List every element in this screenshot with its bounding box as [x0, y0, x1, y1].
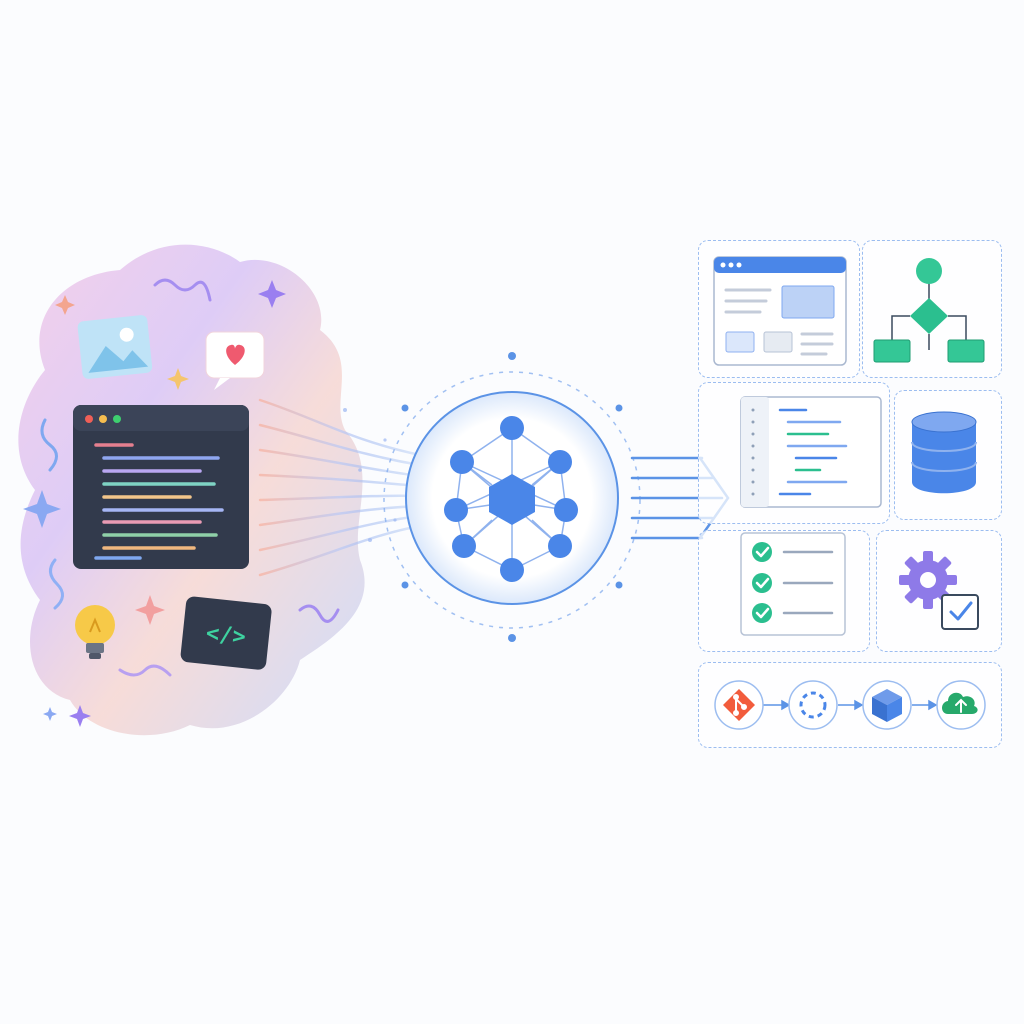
image-icon [77, 315, 153, 379]
git-icon [714, 680, 764, 730]
browser-wireframe-icon [713, 256, 847, 366]
cube-icon [862, 680, 912, 730]
code-tag-icon: </> [180, 596, 272, 670]
code-editor-panel [73, 405, 249, 569]
cloud-upload-icon [936, 680, 986, 730]
code-file-icon [740, 396, 882, 508]
lightbulb-icon [75, 605, 115, 659]
squiggle-icon [40, 278, 340, 677]
pipeline-flow [714, 680, 986, 730]
sparkle-icon [23, 280, 286, 727]
database-icon [911, 411, 977, 494]
flowchart-icon [873, 258, 985, 363]
loop-icon [788, 680, 838, 730]
gear-check-icon [899, 551, 979, 630]
network-hexagon-icon [444, 416, 578, 582]
data-streams [258, 398, 422, 577]
heart-chat-icon [205, 331, 265, 390]
checklist-icon [740, 532, 846, 636]
svg-text:</>: </> [205, 621, 247, 650]
